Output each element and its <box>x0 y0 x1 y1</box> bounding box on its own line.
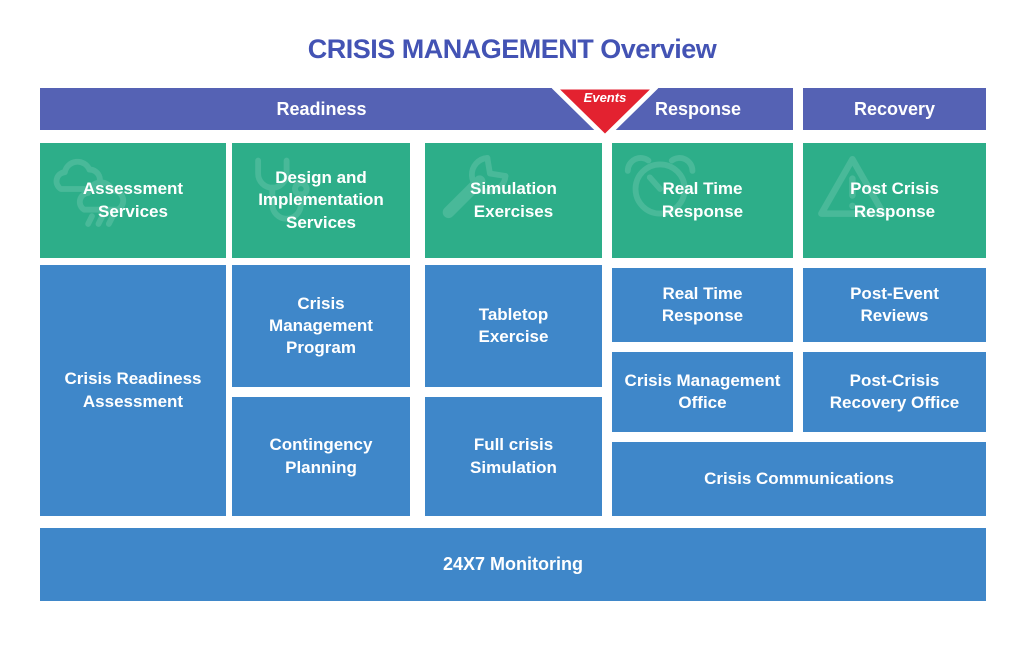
phase-bar-recovery: Recovery <box>803 88 986 130</box>
service-label: Real Time Response <box>661 179 744 221</box>
stethoscope-icon <box>255 157 310 222</box>
page-title: CRISIS MANAGEMENT Overview <box>307 34 717 64</box>
box-label: Crisis Management Office <box>624 370 781 412</box>
box-label: Crisis Readiness Assessment <box>64 369 202 411</box>
phase-response-label: Response <box>654 99 742 119</box>
events-arrow-icon <box>551 85 659 140</box>
alarm-clock-icon <box>624 155 696 217</box>
monitoring-bar: 24X7 Monitoring <box>40 528 986 601</box>
clouds-rain-icon <box>53 158 127 227</box>
service-box-real-time-response: Real Time Response <box>612 143 793 258</box>
box-crisis-management-program: Crisis Management Program <box>232 265 410 387</box>
box-real-time-response: Real Time Response <box>612 268 793 342</box>
box-crisis-communications: Crisis Communications <box>612 442 986 516</box>
service-box-assessment-services: Assessment Services <box>40 143 226 258</box>
phase-bar-readiness-response: Readiness Response <box>40 88 793 130</box>
monitoring-label: 24X7 Monitoring <box>442 553 583 574</box>
box-label: Post-Crisis Recovery Office <box>829 370 960 412</box>
events-label: Events <box>583 90 627 105</box>
box-full-crisis-simulation: Full crisis Simulation <box>425 397 602 516</box>
service-box-simulation-exercises: Simulation Exercises <box>425 143 602 258</box>
box-label: Real Time Response <box>661 283 744 325</box>
box-post-event-reviews: Post-Event Reviews <box>803 268 986 342</box>
service-label: Simulation Exercises <box>470 179 557 221</box>
box-tabletop-exercise: Tabletop Exercise <box>425 265 602 387</box>
box-label: Full crisis Simulation <box>470 435 557 477</box>
service-box-design-implementation: Design and Implementation Services <box>232 143 410 258</box>
phase-readiness-label: Readiness <box>276 99 367 119</box>
service-label: Design and Implementation Services <box>258 168 384 232</box>
box-label: Post-Event Reviews <box>850 283 939 325</box>
box-label: Tabletop Exercise <box>478 304 549 346</box>
box-label: Contingency Planning <box>269 435 373 477</box>
box-post-crisis-recovery-office: Post-Crisis Recovery Office <box>803 352 986 432</box>
box-label: Crisis Management Program <box>269 293 373 358</box>
box-crisis-management-office: Crisis Management Office <box>612 352 793 432</box>
box-label: Crisis Communications <box>704 468 894 488</box>
service-label: Post Crisis Response <box>850 179 939 221</box>
service-box-post-crisis-response: Post Crisis Response <box>803 143 986 258</box>
phase-recovery-label: Recovery <box>853 99 936 119</box>
wrench-icon <box>442 155 509 219</box>
box-contingency-planning: Contingency Planning <box>232 397 410 516</box>
warning-triangle-icon <box>818 156 887 217</box>
box-crisis-readiness-assessment: Crisis Readiness Assessment <box>40 265 226 516</box>
service-label: Assessment Services <box>82 179 184 221</box>
